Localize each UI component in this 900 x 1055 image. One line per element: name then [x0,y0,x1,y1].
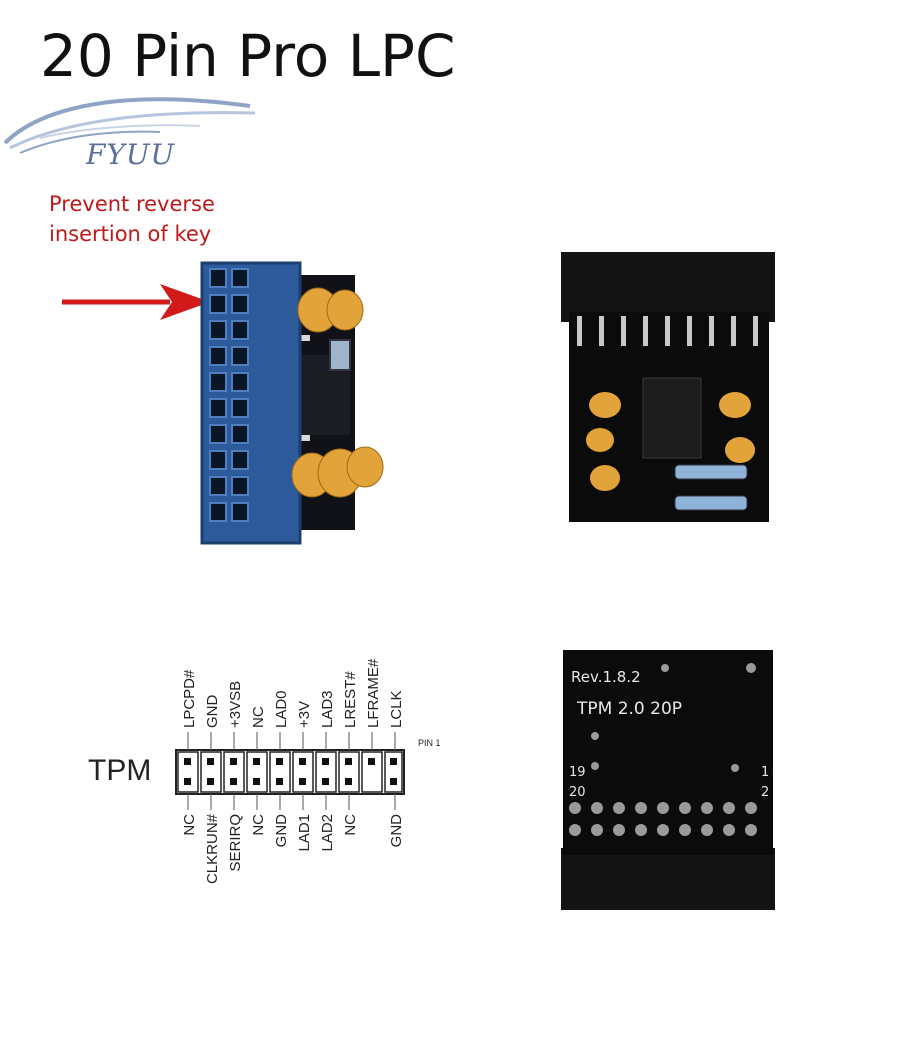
pin-label-lrest: LREST# [342,671,359,728]
pin-label-3vsb: +3VSB [227,681,244,728]
tpm-module-back-photo: Rev.1.8.2 TPM 2.0 20P 19 20 1 2 [561,650,775,910]
note-line-1: Prevent reverse [49,192,215,216]
logo-text: FYUU [86,138,176,171]
silk-pin-2: 2 [761,785,769,800]
pin1-label: PIN 1 [418,738,441,748]
pin-label-nc-2: NC [250,814,267,836]
silk-revision: Rev.1.8.2 [571,668,641,686]
tpm-module-side-photo [200,261,384,545]
pin-label-lad3: LAD3 [319,690,336,728]
note-line-2: insertion of key [49,222,212,246]
pin-label-lclk: LCLK [388,690,405,728]
silk-model: TPM 2.0 20P [576,699,682,719]
pin-label-lframe: LFRAME# [365,658,382,728]
pin-label-gnd-top: GND [204,695,221,729]
pin-label-gnd-bottom: GND [273,814,290,848]
pin-label-nc-3: NC [342,814,359,836]
silk-pin-19: 19 [569,765,586,780]
tpm-pinout-diagram: TPM PIN 1 L [88,658,441,884]
reverse-key-note: Prevent reverse insertion of key [49,189,215,249]
fyuu-logo [3,97,256,154]
silk-pin-20: 20 [569,785,586,800]
pin-label-lpcpd: LPCPD# [181,669,198,728]
pin-label-lad0: LAD0 [273,690,290,728]
pin-label-gnd-last: GND [388,814,405,848]
tpm-module-front-photo [561,252,775,522]
pin-label-3v: +3V [296,701,313,728]
tpm-label: TPM [88,754,151,787]
page-title: 20 Pin Pro LPC [40,22,456,90]
pin-label-lad1: LAD1 [296,814,313,852]
pin-label-lad2: LAD2 [319,814,336,852]
pin-label-nc-top: NC [250,706,267,728]
pin-label-serirq: SERIRQ [227,814,244,872]
pin-label-clkrun: CLKRUN# [204,813,221,884]
silk-pin-1: 1 [761,765,769,780]
pin-label-nc-1: NC [181,814,198,836]
red-arrow-icon [62,284,210,320]
